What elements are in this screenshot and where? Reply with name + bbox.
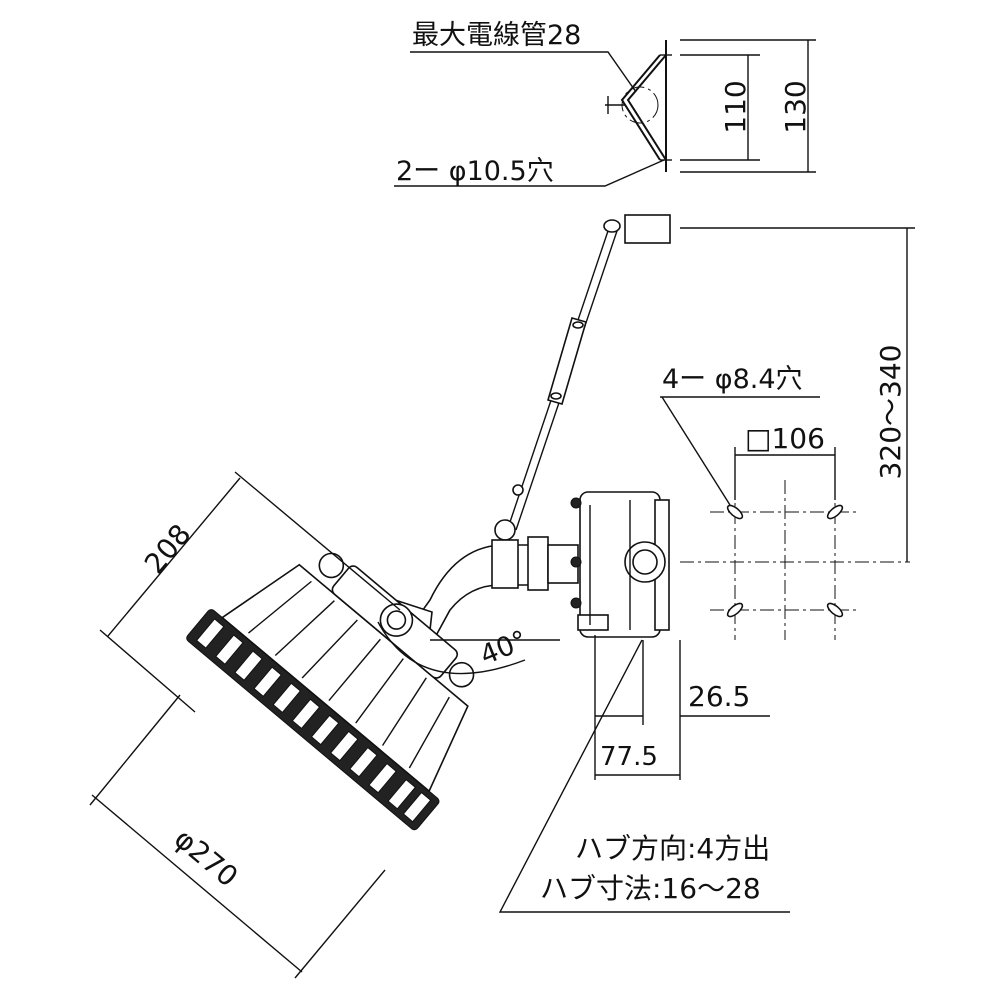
max-conduit-label: 最大電線管28	[412, 20, 581, 51]
dim-77-5-label: 77.5	[600, 742, 658, 772]
hub-size-label: ハブ寸法:16～28	[540, 872, 761, 905]
dim-26-5-label: 26.5	[688, 680, 750, 713]
dim-130-label: 130	[779, 80, 812, 133]
dim-height-label: 320～340	[874, 345, 907, 480]
junction-box	[570, 491, 670, 638]
dim-208-label: 208	[138, 518, 198, 580]
bracket-holes-label: 2ー φ10.5穴	[396, 156, 554, 187]
dim-110-label: 110	[719, 80, 752, 133]
mounting-hole-pattern	[710, 447, 860, 640]
dim-square-label: □106	[745, 422, 825, 455]
mount-holes-label: 4ー φ8.4穴	[662, 364, 803, 395]
hanger-rod	[494, 214, 671, 541]
angle-label: 40°	[476, 625, 532, 672]
pipe-bracket	[605, 40, 672, 172]
hub-direction-label: ハブ方向:4方出	[575, 832, 770, 865]
dimension-110-130	[680, 39, 816, 173]
lamp-body	[186, 552, 475, 831]
dim-diameter-label: φ270	[168, 822, 244, 894]
